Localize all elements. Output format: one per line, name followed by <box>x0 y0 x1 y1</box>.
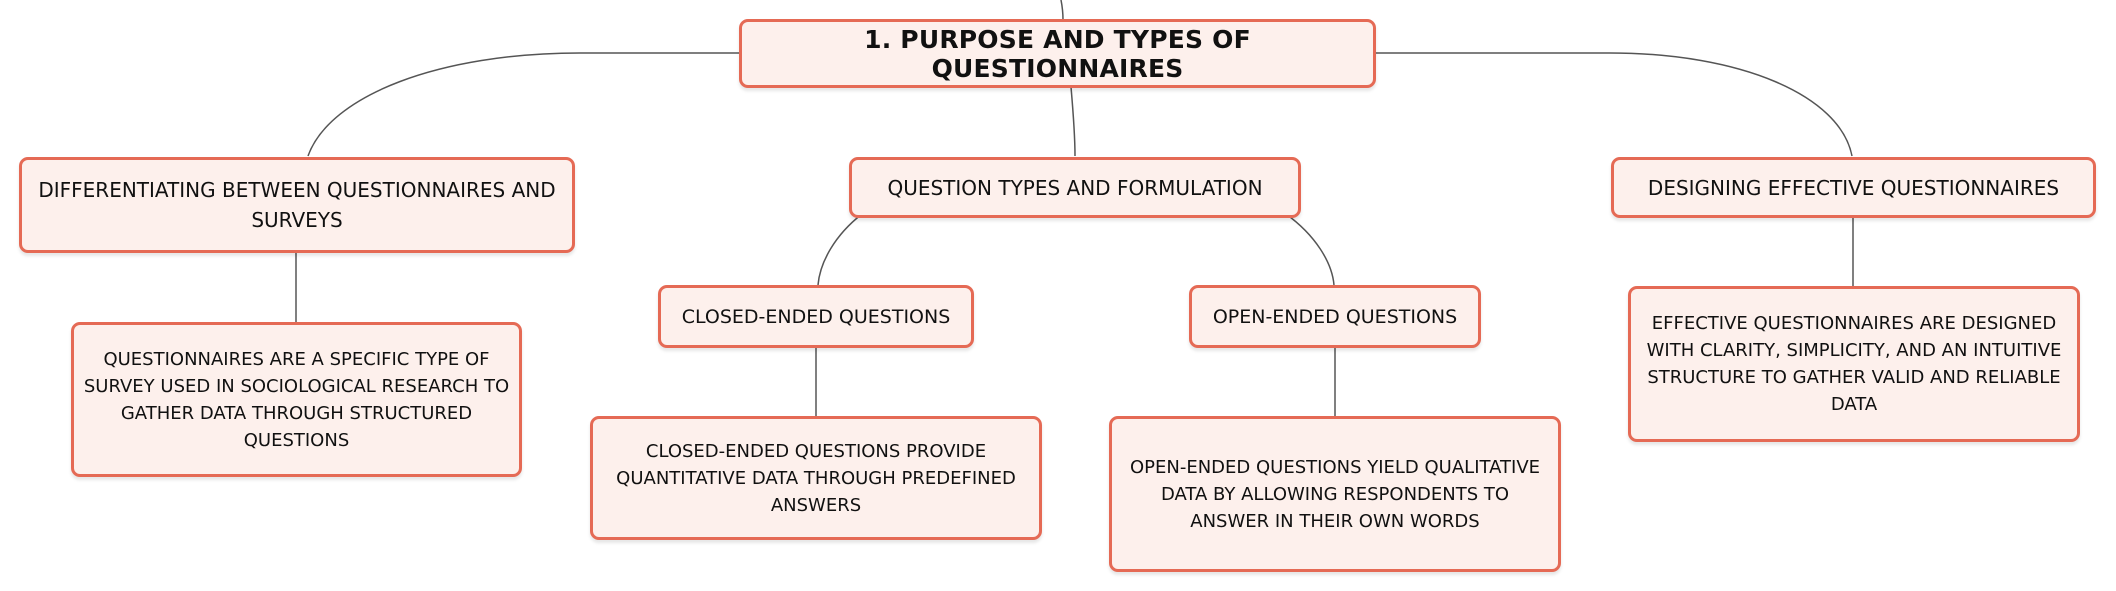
branch-node-label: QUESTION TYPES AND FORMULATION <box>887 175 1263 200</box>
detail-node-text: EFFECTIVE QUESTIONNAIRES ARE DESIGNED WI… <box>1646 313 2062 415</box>
connector-root-to-designing <box>1376 52 1853 157</box>
branch-node-label: DIFFERENTIATING BETWEEN QUESTIONNAIRES A… <box>38 178 556 232</box>
detail-node-text: QUESTIONNAIRES ARE A SPECIFIC TYPE OF SU… <box>83 348 510 451</box>
branch-node-differentiating[interactable]: DIFFERENTIATING BETWEEN QUESTIONNAIRES A… <box>19 157 575 253</box>
root-node[interactable]: 1. PURPOSE AND TYPES OF QUESTIONNAIRES <box>739 19 1376 88</box>
connector-root-to-question-types <box>1070 86 1076 157</box>
sub-node-closed-ended[interactable]: CLOSED-ENDED QUESTIONS <box>658 285 974 348</box>
branch-node-designing[interactable]: DESIGNING EFFECTIVE QUESTIONNAIRES <box>1611 157 2096 218</box>
sub-node-open-ended[interactable]: OPEN-ENDED QUESTIONS <box>1189 285 1481 348</box>
connector-root-to-parent <box>1060 0 1064 21</box>
detail-node-open-ended[interactable]: OPEN-ENDED QUESTIONS YIELD QUALITATIVE D… <box>1109 416 1561 572</box>
connector-question-types-to-closed <box>817 213 863 286</box>
branch-node-question-types[interactable]: QUESTION TYPES AND FORMULATION <box>849 157 1301 218</box>
connector-question-types-to-open <box>1285 213 1335 286</box>
detail-node-closed-ended[interactable]: CLOSED-ENDED QUESTIONS PROVIDE QUANTITAT… <box>590 416 1042 540</box>
sub-node-label: OPEN-ENDED QUESTIONS <box>1212 305 1458 328</box>
detail-node-text: OPEN-ENDED QUESTIONS YIELD QUALITATIVE D… <box>1129 456 1541 532</box>
detail-node-text: CLOSED-ENDED QUESTIONS PROVIDE QUANTITAT… <box>616 440 1016 516</box>
branch-node-label: DESIGNING EFFECTIVE QUESTIONNAIRES <box>1647 175 2060 200</box>
connector-root-to-differentiating <box>307 52 740 157</box>
root-node-label: 1. PURPOSE AND TYPES OF QUESTIONNAIRES <box>864 24 1251 83</box>
detail-node-differentiating[interactable]: QUESTIONNAIRES ARE A SPECIFIC TYPE OF SU… <box>71 322 522 477</box>
sub-node-label: CLOSED-ENDED QUESTIONS <box>681 305 951 328</box>
detail-node-designing[interactable]: EFFECTIVE QUESTIONNAIRES ARE DESIGNED WI… <box>1628 286 2080 442</box>
